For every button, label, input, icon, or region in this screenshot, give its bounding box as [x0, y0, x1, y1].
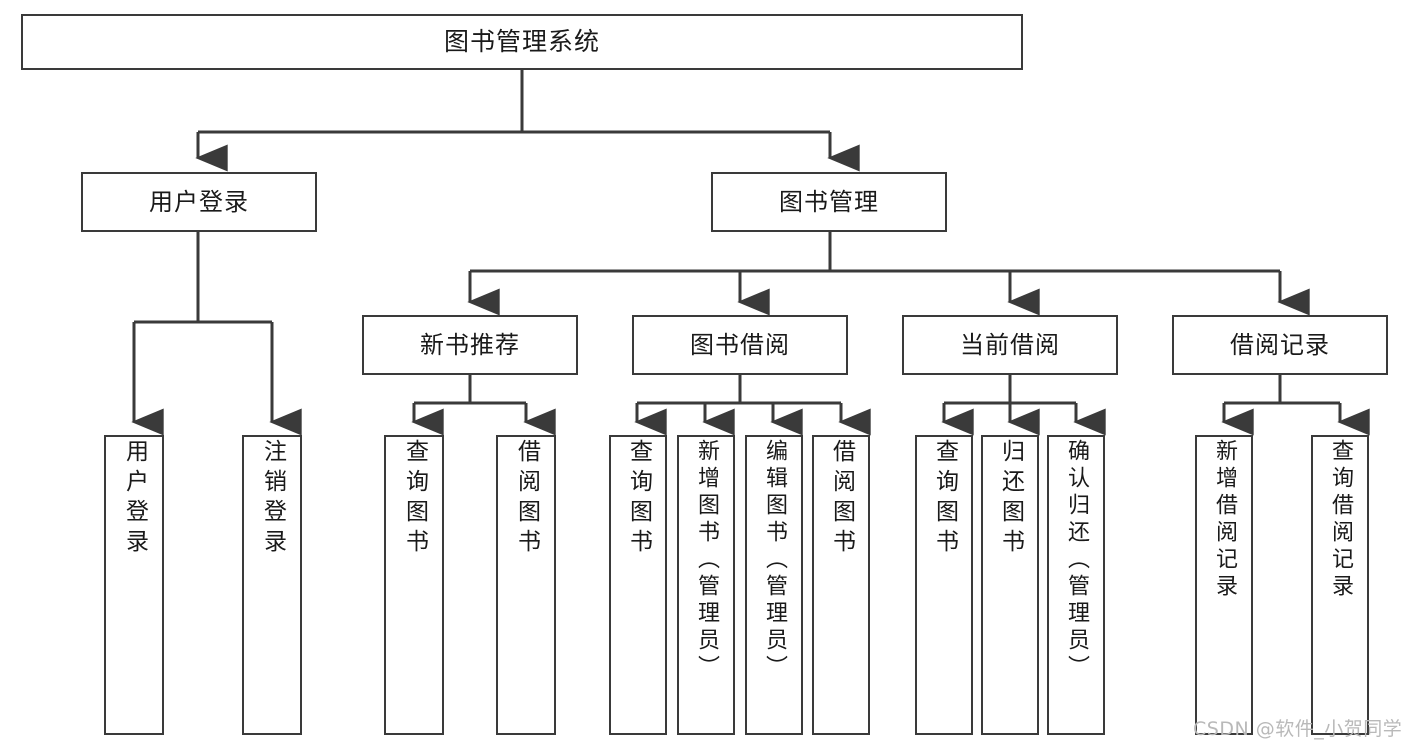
node-leaf-return-book[interactable]: 归还图书 — [981, 435, 1039, 735]
node-leaf-query-book-3-label: 查询图书 — [931, 439, 958, 559]
node-root-label: 图书管理系统 — [443, 27, 600, 57]
node-leaf-query-record-label: 查询借阅记录 — [1328, 439, 1353, 601]
node-leaf-query-record[interactable]: 查询借阅记录 — [1311, 435, 1369, 735]
node-leaf-add-book-label: 新增图书（管理员） — [694, 439, 719, 682]
node-leaf-borrow-book-2[interactable]: 借阅图书 — [812, 435, 870, 735]
csdn-watermark: CSDN @软件_小贺同学 — [1193, 718, 1403, 740]
node-leaf-edit-book[interactable]: 编辑图书（管理员） — [745, 435, 803, 735]
node-user-login[interactable]: 用户登录 — [81, 172, 317, 232]
node-leaf-add-book[interactable]: 新增图书（管理员） — [677, 435, 735, 735]
node-book-borrow-label: 图书借阅 — [690, 330, 790, 359]
node-leaf-query-book-1-label: 查询图书 — [401, 439, 428, 559]
node-book-manage-label: 图书管理 — [779, 187, 879, 216]
node-leaf-user-login-label: 用户登录 — [121, 439, 148, 559]
node-root[interactable]: 图书管理系统 — [21, 14, 1023, 70]
node-leaf-confirm-return-label: 确认归还（管理员） — [1064, 439, 1089, 682]
node-new-book-recommend-label: 新书推荐 — [420, 330, 520, 359]
node-borrow-record[interactable]: 借阅记录 — [1172, 315, 1388, 375]
node-leaf-query-book-3[interactable]: 查询图书 — [915, 435, 973, 735]
node-leaf-add-record-label: 新增借阅记录 — [1212, 439, 1237, 601]
node-current-borrow[interactable]: 当前借阅 — [902, 315, 1118, 375]
node-user-login-label: 用户登录 — [149, 187, 249, 216]
node-leaf-return-book-label: 归还图书 — [997, 439, 1024, 559]
node-new-book-recommend[interactable]: 新书推荐 — [362, 315, 578, 375]
node-leaf-borrow-book-1-label: 借阅图书 — [513, 439, 540, 559]
node-leaf-borrow-book-2-label: 借阅图书 — [828, 439, 855, 559]
node-leaf-user-login[interactable]: 用户登录 — [104, 435, 164, 735]
node-leaf-add-record[interactable]: 新增借阅记录 — [1195, 435, 1253, 735]
node-borrow-record-label: 借阅记录 — [1230, 330, 1330, 359]
node-book-borrow[interactable]: 图书借阅 — [632, 315, 848, 375]
node-leaf-borrow-book-1[interactable]: 借阅图书 — [496, 435, 556, 735]
node-leaf-query-book-2-label: 查询图书 — [625, 439, 652, 559]
node-book-manage[interactable]: 图书管理 — [711, 172, 947, 232]
node-current-borrow-label: 当前借阅 — [960, 330, 1060, 359]
node-leaf-query-book-2[interactable]: 查询图书 — [609, 435, 667, 735]
node-leaf-confirm-return[interactable]: 确认归还（管理员） — [1047, 435, 1105, 735]
node-leaf-logout[interactable]: 注销登录 — [242, 435, 302, 735]
node-leaf-query-book-1[interactable]: 查询图书 — [384, 435, 444, 735]
node-leaf-edit-book-label: 编辑图书（管理员） — [762, 439, 787, 682]
node-leaf-logout-label: 注销登录 — [259, 439, 286, 559]
